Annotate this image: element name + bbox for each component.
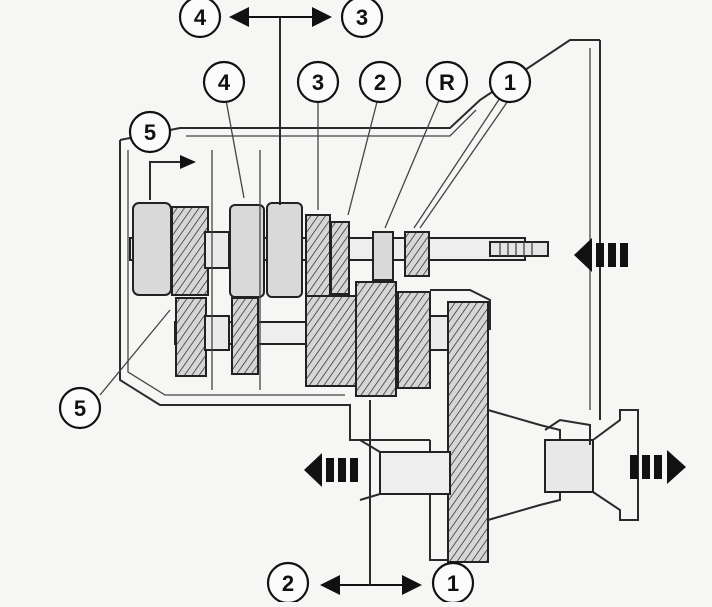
shift-arrow-2-1 [320,400,422,595]
callout-gear-5-top-label: 5 [144,120,156,145]
callout-top-right: 3 [340,0,384,39]
callout-top-right-label: 3 [356,5,368,30]
leader-lines [99,97,511,396]
callout-bottom-right: 1 [431,561,475,605]
power-output-arrow-icon [630,450,686,484]
callout-gear-r: R [425,60,469,104]
power-input-arrow-icon [574,238,628,272]
callout-gear-5-bottom-label: 5 [74,396,86,421]
callout-gear-5-bottom: 5 [58,386,102,430]
gear-3-teeth [305,214,331,298]
gear-r-input [372,231,394,281]
shift-arrow-4-3 [229,7,332,205]
callout-gear-2-label: 2 [374,70,386,95]
differential [359,301,639,563]
callout-gear-3: 3 [296,60,340,104]
shift-arrow-5 [149,155,196,200]
callout-top-left: 4 [178,0,222,39]
gear-5-input [132,202,209,296]
callout-gear-3-label: 3 [312,70,324,95]
counter-shaft [174,281,451,397]
callout-gear-1: 1 [488,60,532,104]
callout-gear-2: 2 [358,60,402,104]
gear-3-input [266,202,303,298]
callout-bottom-right-label: 1 [447,571,459,596]
callout-gear-4: 4 [202,60,246,104]
callout-gear-4-label: 4 [218,70,231,95]
gear-2-input [330,221,350,295]
callout-bottom-left-label: 2 [282,571,294,596]
gear-1-input [404,231,430,277]
shaft-supports [211,150,261,390]
synchro-hub [204,231,230,269]
double-arrow-left-icon [304,453,358,487]
callout-top-left-label: 4 [194,5,207,30]
gear-4-input [229,204,265,298]
callout-gear-r-label: R [439,70,455,95]
callout-gear-1-label: 1 [504,70,516,95]
callout-bottom-left: 2 [266,561,310,605]
callout-gear-5-top: 5 [128,110,172,154]
